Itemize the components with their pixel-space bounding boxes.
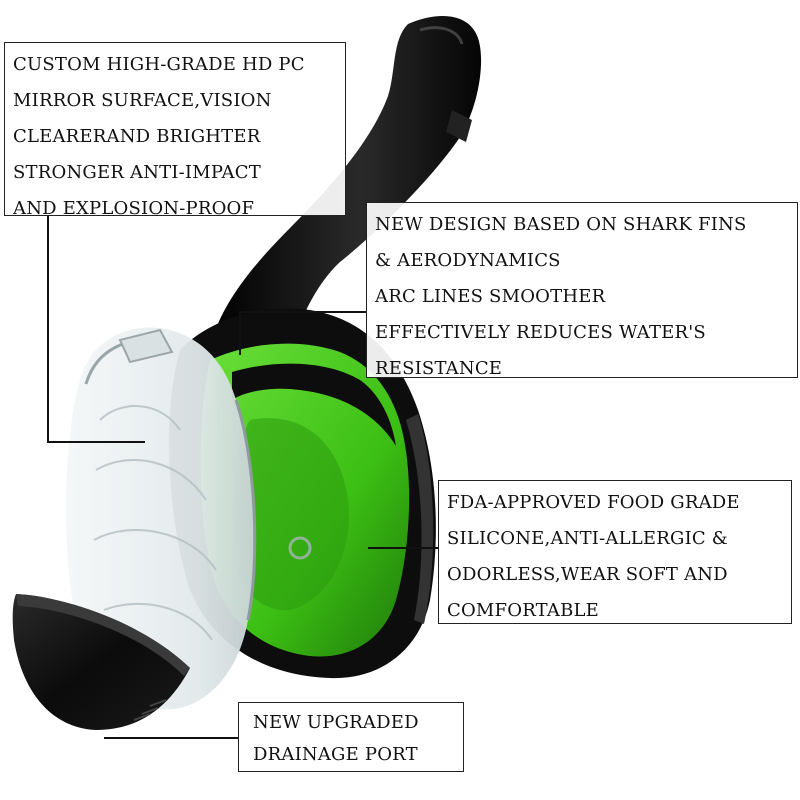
callout-silicone-feature: FDA-APPROVED FOOD GRADE SILICONE,ANTI-AL… <box>438 480 792 624</box>
callout-line: MIRROR SURFACE,VISION <box>13 90 272 111</box>
callout-line: RESISTANCE <box>375 358 503 379</box>
callout-line: FDA-APPROVED FOOD GRADE <box>447 492 740 513</box>
callout-pointers <box>47 216 438 739</box>
callout-line: COMFORTABLE <box>447 600 599 621</box>
callout-line: CUSTOM HIGH-GRADE HD PC <box>13 54 305 75</box>
callout-line: NEW UPGRADED <box>253 712 419 733</box>
callout-line: ARC LINES SMOOTHER <box>375 286 606 307</box>
callout-line: ODORLESS,WEAR SOFT AND <box>447 564 728 585</box>
callout-lens-feature: CUSTOM HIGH-GRADE HD PC MIRROR SURFACE,V… <box>4 42 346 219</box>
callout-line: CLEARERAND BRIGHTER <box>13 126 261 147</box>
callout-line: SILICONE,ANTI-ALLERGIC & <box>447 528 728 549</box>
callout-line: DRAINAGE PORT <box>253 744 418 765</box>
callout-design-feature: NEW DESIGN BASED ON SHARK FINS & AERODYN… <box>366 202 798 379</box>
callout-drainage-feature: NEW UPGRADED DRAINAGE PORT <box>238 702 464 772</box>
callout-line: AND EXPLOSION-PROOF <box>13 198 255 219</box>
snorkel-tube <box>212 15 482 351</box>
callout-line: & AERODYNAMICS <box>375 250 561 271</box>
clear-lens <box>66 327 312 710</box>
drainage-port-cap <box>12 594 190 730</box>
callout-line: STRONGER ANTI-IMPACT <box>13 162 261 183</box>
callout-line: NEW DESIGN BASED ON SHARK FINS <box>375 214 747 235</box>
callout-line: EFFECTIVELY REDUCES WATER'S <box>375 322 706 343</box>
